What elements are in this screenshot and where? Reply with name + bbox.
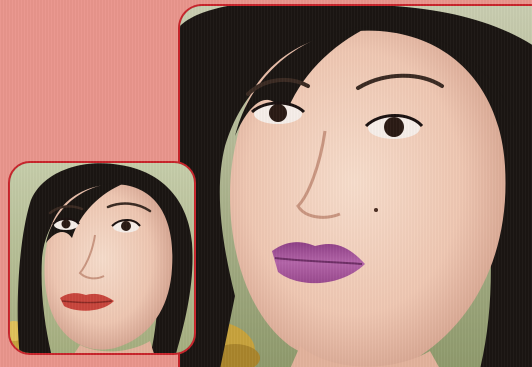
photo-small-portrait xyxy=(8,161,196,355)
portrait-large-illustration xyxy=(180,6,532,367)
eyes-large xyxy=(250,101,424,139)
lips-small xyxy=(60,293,114,311)
portrait-small-illustration xyxy=(10,163,194,353)
eyes-small xyxy=(52,217,141,233)
photo-large-portrait xyxy=(178,4,532,367)
lips-large xyxy=(272,242,365,284)
